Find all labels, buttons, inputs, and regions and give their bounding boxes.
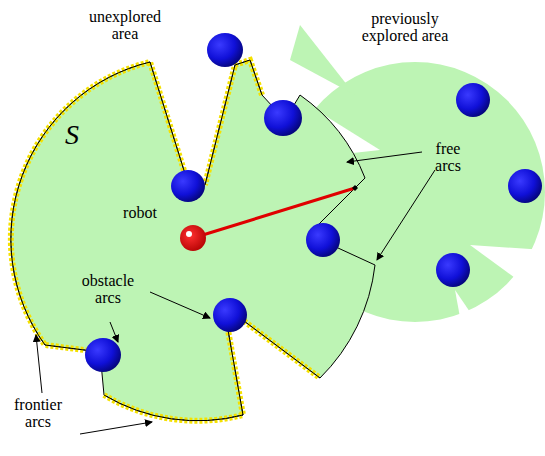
obstacles	[85, 33, 542, 372]
leader-lines	[36, 152, 435, 434]
sensor-ray	[193, 188, 355, 238]
area-label: unexplored area	[80, 8, 170, 42]
area-label: previously explored area	[355, 10, 455, 44]
region-name: S	[52, 120, 92, 150]
callout-label: robot	[115, 204, 165, 221]
callout-label: free arcs	[428, 140, 468, 174]
region-s	[11, 60, 375, 421]
robot-symbol	[180, 225, 206, 251]
robot-highlight	[186, 231, 192, 237]
ray-end	[352, 185, 358, 191]
callout-label: frontier arcs	[3, 396, 73, 430]
callout-label: obstacle arcs	[72, 272, 144, 306]
frontier-arcs	[11, 60, 320, 421]
